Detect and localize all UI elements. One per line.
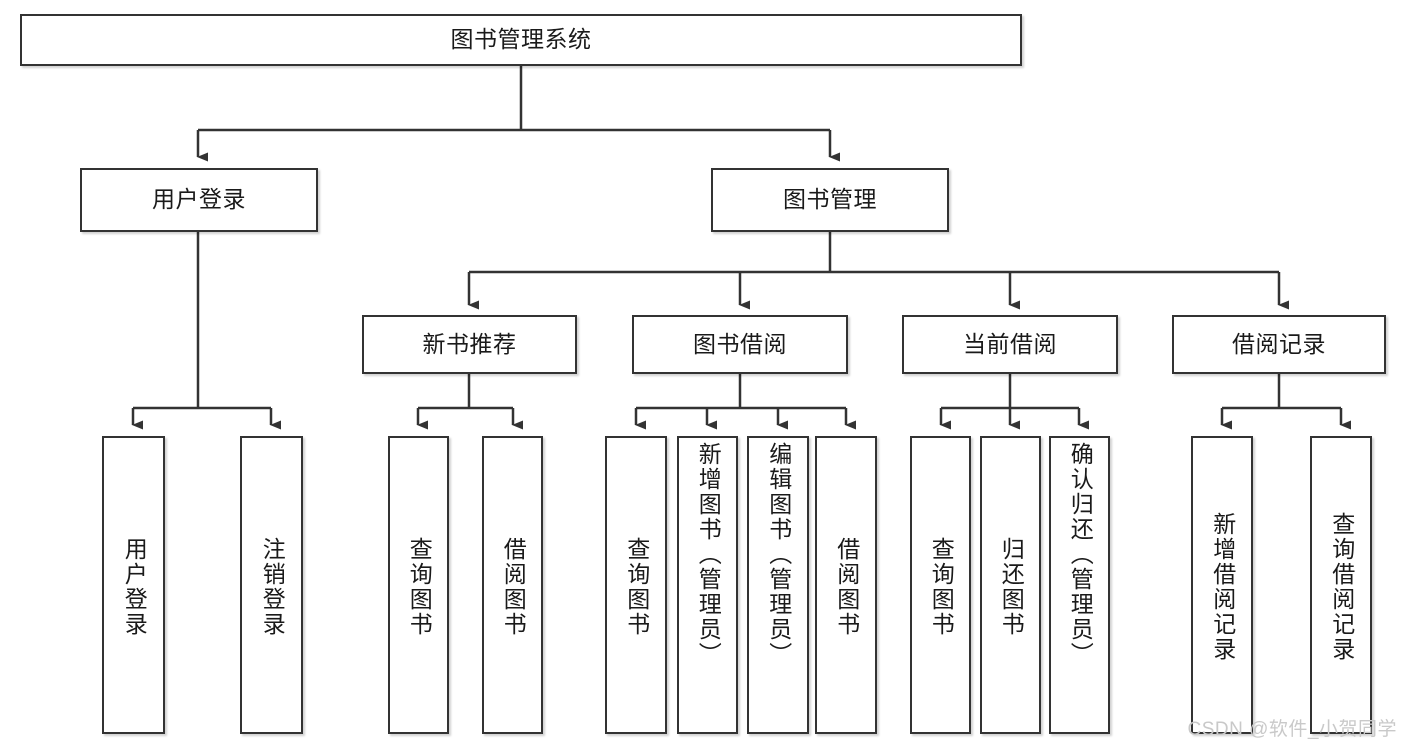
leaf-book-borrow-edit-book-admin[interactable]: 编辑图书（管理员）	[747, 436, 809, 734]
node-label: 新书推荐	[422, 330, 517, 357]
node-borrowing-records[interactable]: 借阅记录	[1172, 315, 1386, 374]
node-label: 图书借阅	[693, 330, 787, 357]
leaf-new-book-query-books[interactable]: 查询图书	[388, 436, 449, 734]
node-label: 编辑图书（管理员）	[765, 442, 792, 667]
node-label: 借阅记录	[1232, 330, 1326, 357]
node-root-book-management-system[interactable]: 图书管理系统	[20, 14, 1022, 66]
node-label: 查询图书	[623, 537, 650, 637]
node-label: 确认归还（管理员）	[1067, 442, 1094, 667]
node-label: 图书管理	[783, 186, 877, 213]
node-book-management[interactable]: 图书管理	[711, 168, 949, 232]
leaf-current-borrow-return-books[interactable]: 归还图书	[980, 436, 1041, 734]
leaf-current-borrow-query-books[interactable]: 查询图书	[910, 436, 971, 734]
node-book-borrowing[interactable]: 图书借阅	[632, 315, 848, 374]
node-label: 借阅图书	[833, 537, 860, 637]
node-label: 新增借阅记录	[1209, 512, 1236, 662]
node-label: 查询图书	[406, 537, 433, 637]
leaf-borrow-record-query-record[interactable]: 查询借阅记录	[1310, 436, 1372, 734]
leaf-user-login-logout[interactable]: 注销登录	[240, 436, 303, 734]
node-label: 注销登录	[259, 537, 286, 637]
node-label: 当前借阅	[963, 330, 1057, 357]
node-label: 借阅图书	[500, 537, 527, 637]
node-new-book-recommendation[interactable]: 新书推荐	[362, 315, 577, 374]
node-label: 用户登录	[152, 186, 246, 213]
leaf-current-borrow-confirm-return-admin[interactable]: 确认归还（管理员）	[1049, 436, 1110, 734]
node-label: 查询图书	[928, 537, 955, 637]
node-label: 图书管理系统	[450, 26, 592, 53]
node-label: 新增图书（管理员）	[695, 442, 722, 667]
leaf-book-borrow-query-books[interactable]: 查询图书	[605, 436, 667, 734]
node-user-login[interactable]: 用户登录	[80, 168, 318, 232]
leaf-user-login-login[interactable]: 用户登录	[102, 436, 165, 734]
csdn-watermark: CSDN @软件_小贺同学	[1187, 719, 1397, 740]
node-label: 查询借阅记录	[1328, 512, 1355, 662]
node-current-borrowing[interactable]: 当前借阅	[902, 315, 1118, 374]
leaf-book-borrow-borrow-books[interactable]: 借阅图书	[815, 436, 877, 734]
node-label: 归还图书	[998, 537, 1025, 637]
leaf-borrow-record-add-record[interactable]: 新增借阅记录	[1191, 436, 1253, 734]
node-label: 用户登录	[121, 537, 148, 637]
leaf-new-book-borrow-books[interactable]: 借阅图书	[482, 436, 543, 734]
leaf-book-borrow-add-book-admin[interactable]: 新增图书（管理员）	[677, 436, 738, 734]
